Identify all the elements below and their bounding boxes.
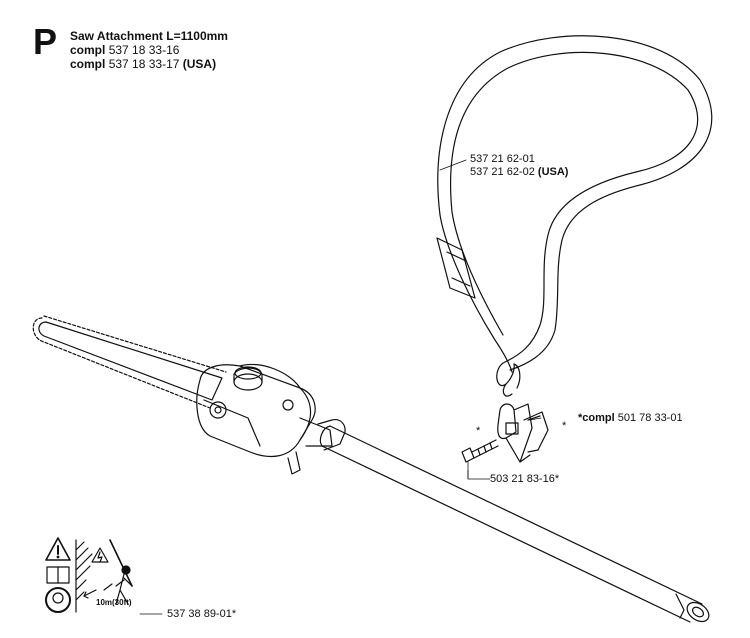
decal-distance-text: 10m(30ft) [96,598,132,607]
part-number: 537 18 33-17 [108,57,180,71]
strap-part-number-2-line: 537 21 62-02 (USA) [470,166,568,179]
strap-part-number-2: 537 21 62-02 [470,166,535,178]
region-suffix: (USA) [537,166,569,178]
strap-part-number-1: 537 21 62-01 [470,153,535,165]
clip-part-number: 501 78 33-01 [617,412,683,424]
clip-part-number-line: *compl 501 78 33-01 [578,412,683,425]
part-number: 537 18 33-16 [108,43,180,57]
star-marker-left: * [476,425,481,437]
diagram-title: Saw Attachment L=1100mm [70,29,228,43]
saw-chain-bar-illustration [32,315,227,409]
gear-head-illustration [196,363,333,475]
part-number-line-1: compl 537 18 33-16 [70,44,179,57]
screw-illustration [461,439,499,463]
screw-part-number: 503 21 83-16* [490,473,560,485]
compl-label: compl [70,57,106,71]
compl-label: compl [70,43,106,57]
screw-leader-line [467,470,490,480]
section-letter: P [33,21,58,62]
compl-label: *compl [578,412,615,424]
region-suffix: (USA) [182,57,217,71]
shoulder-strap-illustration [436,35,713,397]
strap-clip-illustration [497,403,549,463]
part-number-line-2: compl 537 18 33-17 (USA) [70,58,216,71]
decal-part-number: 537 38 89-01* [167,608,237,620]
leader-lines [139,159,542,615]
warning-decal-illustration [45,537,133,613]
star-marker-right: * [562,420,567,432]
shaft-tube-illustration [317,419,710,623]
